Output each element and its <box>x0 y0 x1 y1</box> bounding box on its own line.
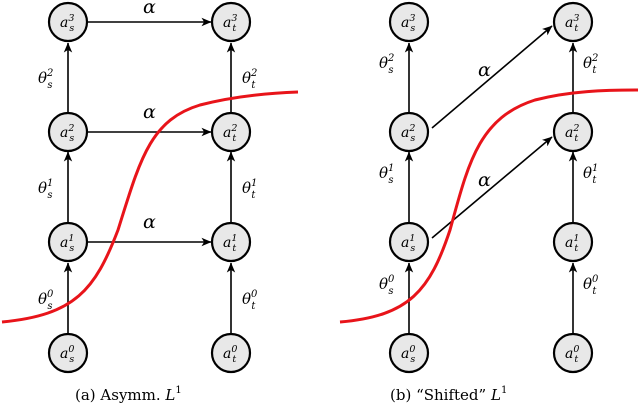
cut-curve <box>339 88 639 324</box>
alpha-label: α <box>143 0 156 18</box>
svg-text:a3t: a3t <box>223 13 237 34</box>
cut-curve <box>1 90 299 324</box>
alpha-label: α <box>143 101 156 123</box>
svg-text:a1s: a1s <box>60 233 74 254</box>
svg-text:a1t: a1t <box>223 233 237 254</box>
edge-s1-t2 <box>431 136 553 239</box>
svg-text:a3s: a3s <box>60 13 74 34</box>
svg-text:a1s: a1s <box>401 233 415 254</box>
svg-text:a1t: a1t <box>565 233 579 254</box>
alpha-label: α <box>478 169 491 191</box>
caption-a: (a) Asymm. L1 <box>75 385 182 404</box>
svg-text:a2s: a2s <box>60 123 74 144</box>
svg-text:a0s: a0s <box>401 344 415 365</box>
svg-text:a3t: a3t <box>565 13 579 34</box>
svg-text:a2t: a2t <box>223 123 237 144</box>
svg-text:a0t: a0t <box>223 344 237 365</box>
svg-text:a0s: a0s <box>60 344 74 365</box>
svg-text:a0t: a0t <box>565 344 579 365</box>
svg-text:a2s: a2s <box>401 123 415 144</box>
svg-text:a2t: a2t <box>565 123 579 144</box>
svg-text:a3s: a3s <box>401 13 415 34</box>
alpha-label: α <box>143 211 156 233</box>
alpha-label: α <box>478 59 491 81</box>
caption-b: (b) “Shifted” L1 <box>390 385 507 404</box>
edge-s2-t3 <box>431 25 553 129</box>
